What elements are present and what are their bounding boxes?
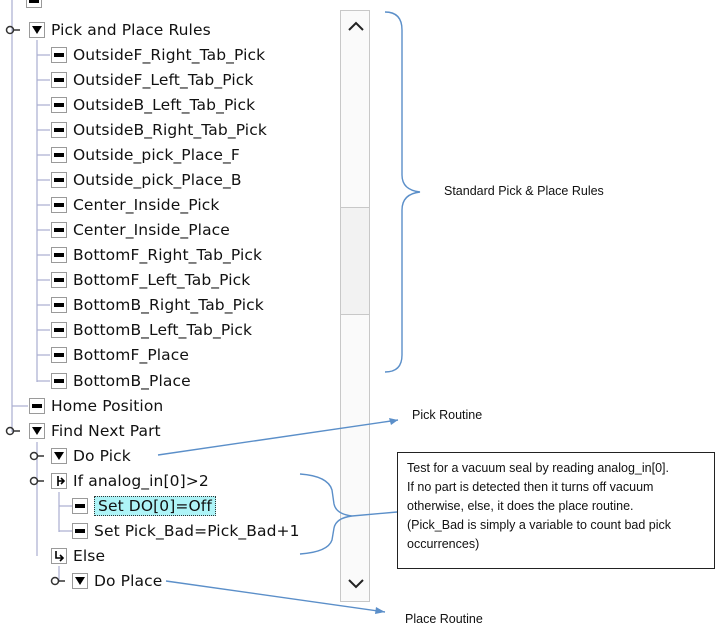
rule-label: OutsideB_Right_Tab_Pick bbox=[73, 121, 267, 139]
tree-rule-item[interactable]: BottomB_Left_Tab_Pick bbox=[51, 319, 252, 341]
command-icon bbox=[51, 297, 67, 313]
tree-node-do-place[interactable]: Do Place bbox=[72, 570, 162, 592]
tree-rule-item[interactable]: OutsideF_Right_Tab_Pick bbox=[51, 44, 265, 66]
rule-label: BottomB_Right_Tab_Pick bbox=[73, 296, 264, 314]
rule-label: BottomB_Left_Tab_Pick bbox=[73, 321, 253, 339]
tree-node-home-position[interactable]: Home Position bbox=[29, 395, 163, 417]
rule-label: BottomF_Left_Tab_Pick bbox=[73, 271, 251, 289]
tree-node-find-next-part[interactable]: Find Next Part bbox=[29, 420, 161, 442]
scrollbar-thumb[interactable] bbox=[340, 207, 370, 315]
command-icon bbox=[51, 122, 67, 138]
tree-node-label: Find Next Part bbox=[51, 422, 161, 440]
note-line: If no part is detected then it turns off… bbox=[407, 480, 654, 494]
annotation-vacuum-note: Test for a vacuum seal by reading analog… bbox=[397, 452, 715, 569]
note-line: Test for a vacuum seal by reading analog… bbox=[407, 461, 669, 475]
rule-label: BottomF_Right_Tab_Pick bbox=[73, 246, 263, 264]
tree-pin-icon bbox=[29, 476, 44, 486]
tree-node-label: Home Position bbox=[51, 397, 164, 415]
collapse-triangle-icon[interactable] bbox=[29, 423, 45, 439]
command-icon bbox=[51, 373, 67, 389]
tree-node-label-selected: Set DO[0]=Off bbox=[94, 496, 216, 516]
note-line: otherwise, else, it does the place routi… bbox=[407, 499, 634, 513]
tree-node-do-pick[interactable]: Do Pick bbox=[51, 445, 131, 467]
rule-label: OutsideB_Left_Tab_Pick bbox=[73, 96, 256, 114]
tree-rule-item[interactable]: OutsideF_Left_Tab_Pick bbox=[51, 69, 253, 91]
rule-label: Outside_pick_Place_F bbox=[73, 146, 240, 164]
tree-rule-item[interactable]: BottomB_Right_Tab_Pick bbox=[51, 294, 264, 316]
tree-node-else[interactable]: Else bbox=[51, 545, 105, 567]
annotation-standard-rules: Standard Pick & Place Rules bbox=[444, 184, 604, 198]
tree-pin-icon bbox=[29, 451, 44, 461]
command-icon bbox=[51, 272, 67, 288]
tree-rule-item[interactable]: Center_Inside_Place bbox=[51, 219, 230, 241]
note-line: occurrences) bbox=[407, 537, 480, 551]
command-icon bbox=[51, 197, 67, 213]
collapse-triangle-icon[interactable] bbox=[51, 448, 67, 464]
command-icon bbox=[51, 347, 67, 363]
tree-rule-item[interactable]: OutsideB_Right_Tab_Pick bbox=[51, 119, 267, 141]
tree-rule-item[interactable]: BottomB_Place bbox=[51, 370, 191, 392]
rule-label: OutsideF_Right_Tab_Pick bbox=[73, 46, 266, 64]
tree-rule-item[interactable]: BottomF_Left_Tab_Pick bbox=[51, 269, 250, 291]
tree-node-set-pick-bad[interactable]: Set Pick_Bad=Pick_Bad+1 bbox=[72, 520, 300, 542]
annotation-place-routine: Place Routine bbox=[405, 612, 483, 626]
command-icon bbox=[72, 498, 88, 514]
annotation-pick-routine: Pick Routine bbox=[412, 408, 483, 422]
tree-row-partial bbox=[26, 0, 48, 12]
command-icon bbox=[51, 97, 67, 113]
chevron-up-icon[interactable] bbox=[347, 19, 365, 33]
vertical-scrollbar[interactable] bbox=[340, 10, 370, 602]
rule-label: Center_Inside_Pick bbox=[73, 196, 220, 214]
command-icon bbox=[72, 523, 88, 539]
command-icon bbox=[51, 322, 67, 338]
tree-node-label: Set Pick_Bad=Pick_Bad+1 bbox=[94, 522, 300, 540]
collapse-triangle-icon[interactable] bbox=[29, 22, 45, 38]
rule-label: BottomB_Place bbox=[73, 372, 191, 390]
tree-lines bbox=[11, 0, 72, 582]
tree-pin-icon bbox=[50, 576, 65, 586]
tree-rule-item[interactable]: Center_Inside_Pick bbox=[51, 194, 219, 216]
rule-label: Outside_pick_Place_B bbox=[73, 171, 242, 189]
tree-node-label: Pick and Place Rules bbox=[51, 21, 211, 39]
tree-rule-item[interactable]: OutsideB_Left_Tab_Pick bbox=[51, 94, 255, 116]
tree-rule-item[interactable]: Outside_pick_Place_B bbox=[51, 169, 242, 191]
tree-node-label: Else bbox=[73, 547, 106, 565]
tree-node-set-do[interactable]: Set DO[0]=Off bbox=[72, 495, 216, 517]
tree-rule-item[interactable]: BottomF_Right_Tab_Pick bbox=[51, 244, 262, 266]
command-icon bbox=[51, 47, 67, 63]
tree-node-label: If analog_in[0]>2 bbox=[73, 472, 209, 490]
tree-rule-item[interactable]: Outside_pick_Place_F bbox=[51, 144, 240, 166]
tree-pin-icon bbox=[5, 426, 20, 436]
command-icon bbox=[29, 398, 45, 414]
else-branch-icon[interactable] bbox=[51, 548, 67, 564]
collapse-triangle-icon[interactable] bbox=[72, 573, 88, 589]
tree-node-if[interactable]: If analog_in[0]>2 bbox=[51, 470, 209, 492]
tree-node-label: Do Pick bbox=[73, 447, 131, 465]
command-icon bbox=[51, 222, 67, 238]
tree-rule-item[interactable]: BottomF_Place bbox=[51, 344, 189, 366]
command-icon bbox=[51, 147, 67, 163]
rule-label: Center_Inside_Place bbox=[73, 221, 230, 239]
command-icon bbox=[51, 172, 67, 188]
tree-node-label: Do Place bbox=[94, 572, 163, 590]
if-branch-icon[interactable] bbox=[51, 473, 67, 489]
command-icon bbox=[26, 0, 42, 8]
tree-pin-icon bbox=[5, 25, 20, 35]
command-icon bbox=[51, 72, 67, 88]
rule-label: BottomF_Place bbox=[73, 346, 190, 364]
command-icon bbox=[51, 247, 67, 263]
rule-label: OutsideF_Left_Tab_Pick bbox=[73, 71, 254, 89]
note-line: (Pick_Bad is simply a variable to count … bbox=[407, 518, 672, 532]
chevron-down-icon[interactable] bbox=[347, 577, 365, 591]
tree-node-pick-place-rules[interactable]: Pick and Place Rules bbox=[29, 19, 211, 41]
